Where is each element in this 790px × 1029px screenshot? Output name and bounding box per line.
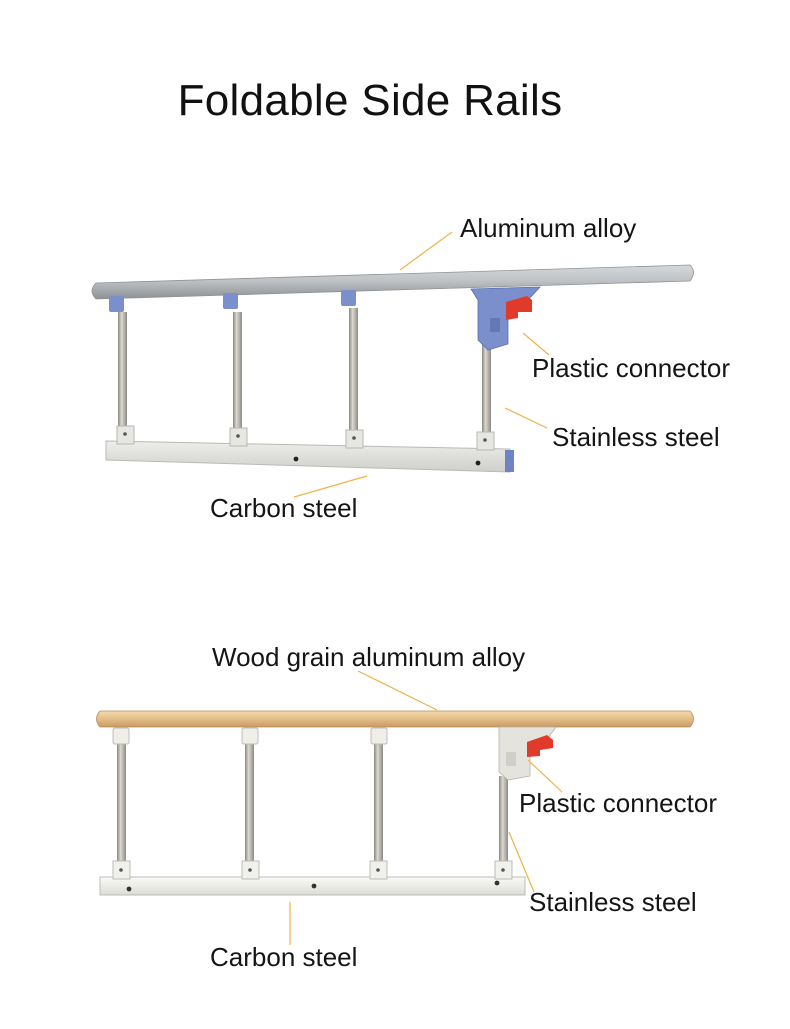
- rail-2-stainless-posts: [117, 742, 508, 868]
- rail-1-plastic-connectors: [109, 286, 541, 351]
- rail-2-label-wood-grain-aluminum-alloy: Wood grain aluminum alloy: [212, 642, 526, 672]
- rail-2-plastic-connectors: [112, 726, 557, 781]
- rail-1-label-carbon-steel: Carbon steel: [210, 493, 358, 523]
- rail-2-carbon-steel-base: [99, 860, 526, 896]
- rail-2-wood-grain-top-rail: [96, 710, 694, 728]
- rail-1-label-plastic-connector: Plastic connector: [532, 353, 730, 383]
- rail-2-label-plastic-connector: Plastic connector: [519, 788, 717, 818]
- rail-2-leader-lines: [289, 670, 563, 945]
- rail-1-carbon-steel-base: [105, 425, 514, 473]
- rail-1-leader-lines: [293, 231, 550, 498]
- rail-2-label-stainless-steel: Stainless steel: [529, 887, 697, 917]
- page-title: Foldable Side Rails: [177, 76, 563, 125]
- rail-2: [96, 670, 694, 945]
- rail-1-label-aluminum-alloy: Aluminum alloy: [460, 213, 637, 243]
- rail-1-aluminum-top-rail: [91, 264, 694, 300]
- rail-1-label-stainless-steel: Stainless steel: [552, 422, 720, 452]
- rail-2-label-carbon-steel: Carbon steel: [210, 942, 358, 972]
- rail-1-stainless-posts: [118, 308, 491, 438]
- rail-1: [91, 231, 694, 498]
